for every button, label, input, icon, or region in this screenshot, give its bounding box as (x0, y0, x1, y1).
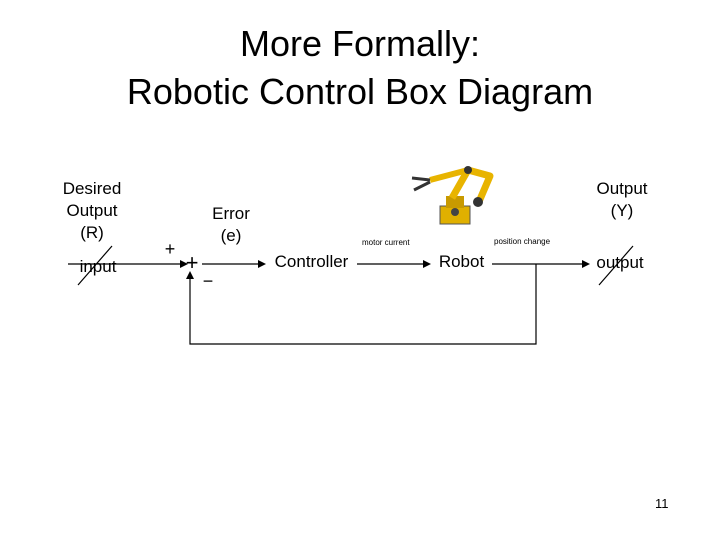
error-line-2: (e) (220, 226, 242, 245)
error-label: Error (e) (196, 203, 266, 247)
plus-sign-junction: + (185, 250, 199, 275)
input-label: input (79, 257, 117, 276)
desired-output-label: Desired Output (R) (52, 178, 132, 244)
signal-lines (68, 245, 634, 345)
slash-input (77, 245, 113, 286)
arrowhead-junction (180, 260, 188, 268)
arrowhead-robot (423, 260, 431, 268)
error-line-1: Error (212, 204, 250, 223)
arrowhead-controller (258, 260, 266, 268)
output-y-label: Output (Y) (585, 178, 659, 222)
robot-arm-photo (396, 154, 504, 232)
plus-sign-top: + (164, 239, 176, 259)
controller-block: Controller (274, 252, 349, 271)
arrowheads (180, 260, 590, 279)
output-y-line-1: Output (596, 179, 648, 198)
output-y-line-2: (Y) (610, 201, 634, 220)
output-label: output (596, 253, 644, 272)
minus-sign: − (202, 271, 214, 291)
page-number: 11 (655, 496, 669, 511)
arrowhead-output (582, 260, 590, 268)
desired-output-line-1: Desired (62, 179, 122, 198)
desired-output-line-2: Output (66, 201, 118, 220)
position-change-label: position change (494, 237, 551, 246)
desired-output-line-3: (R) (80, 223, 104, 242)
robot-block: Robot (438, 252, 485, 271)
feedback-line (189, 264, 537, 345)
slide-title-line-1: More Formally: (239, 23, 481, 64)
arrowhead-feedback (186, 271, 194, 279)
motor-current-label: motor current (362, 238, 410, 247)
slide-title-line-2: Robotic Control Box Diagram (126, 71, 594, 112)
slash-output (598, 245, 634, 286)
